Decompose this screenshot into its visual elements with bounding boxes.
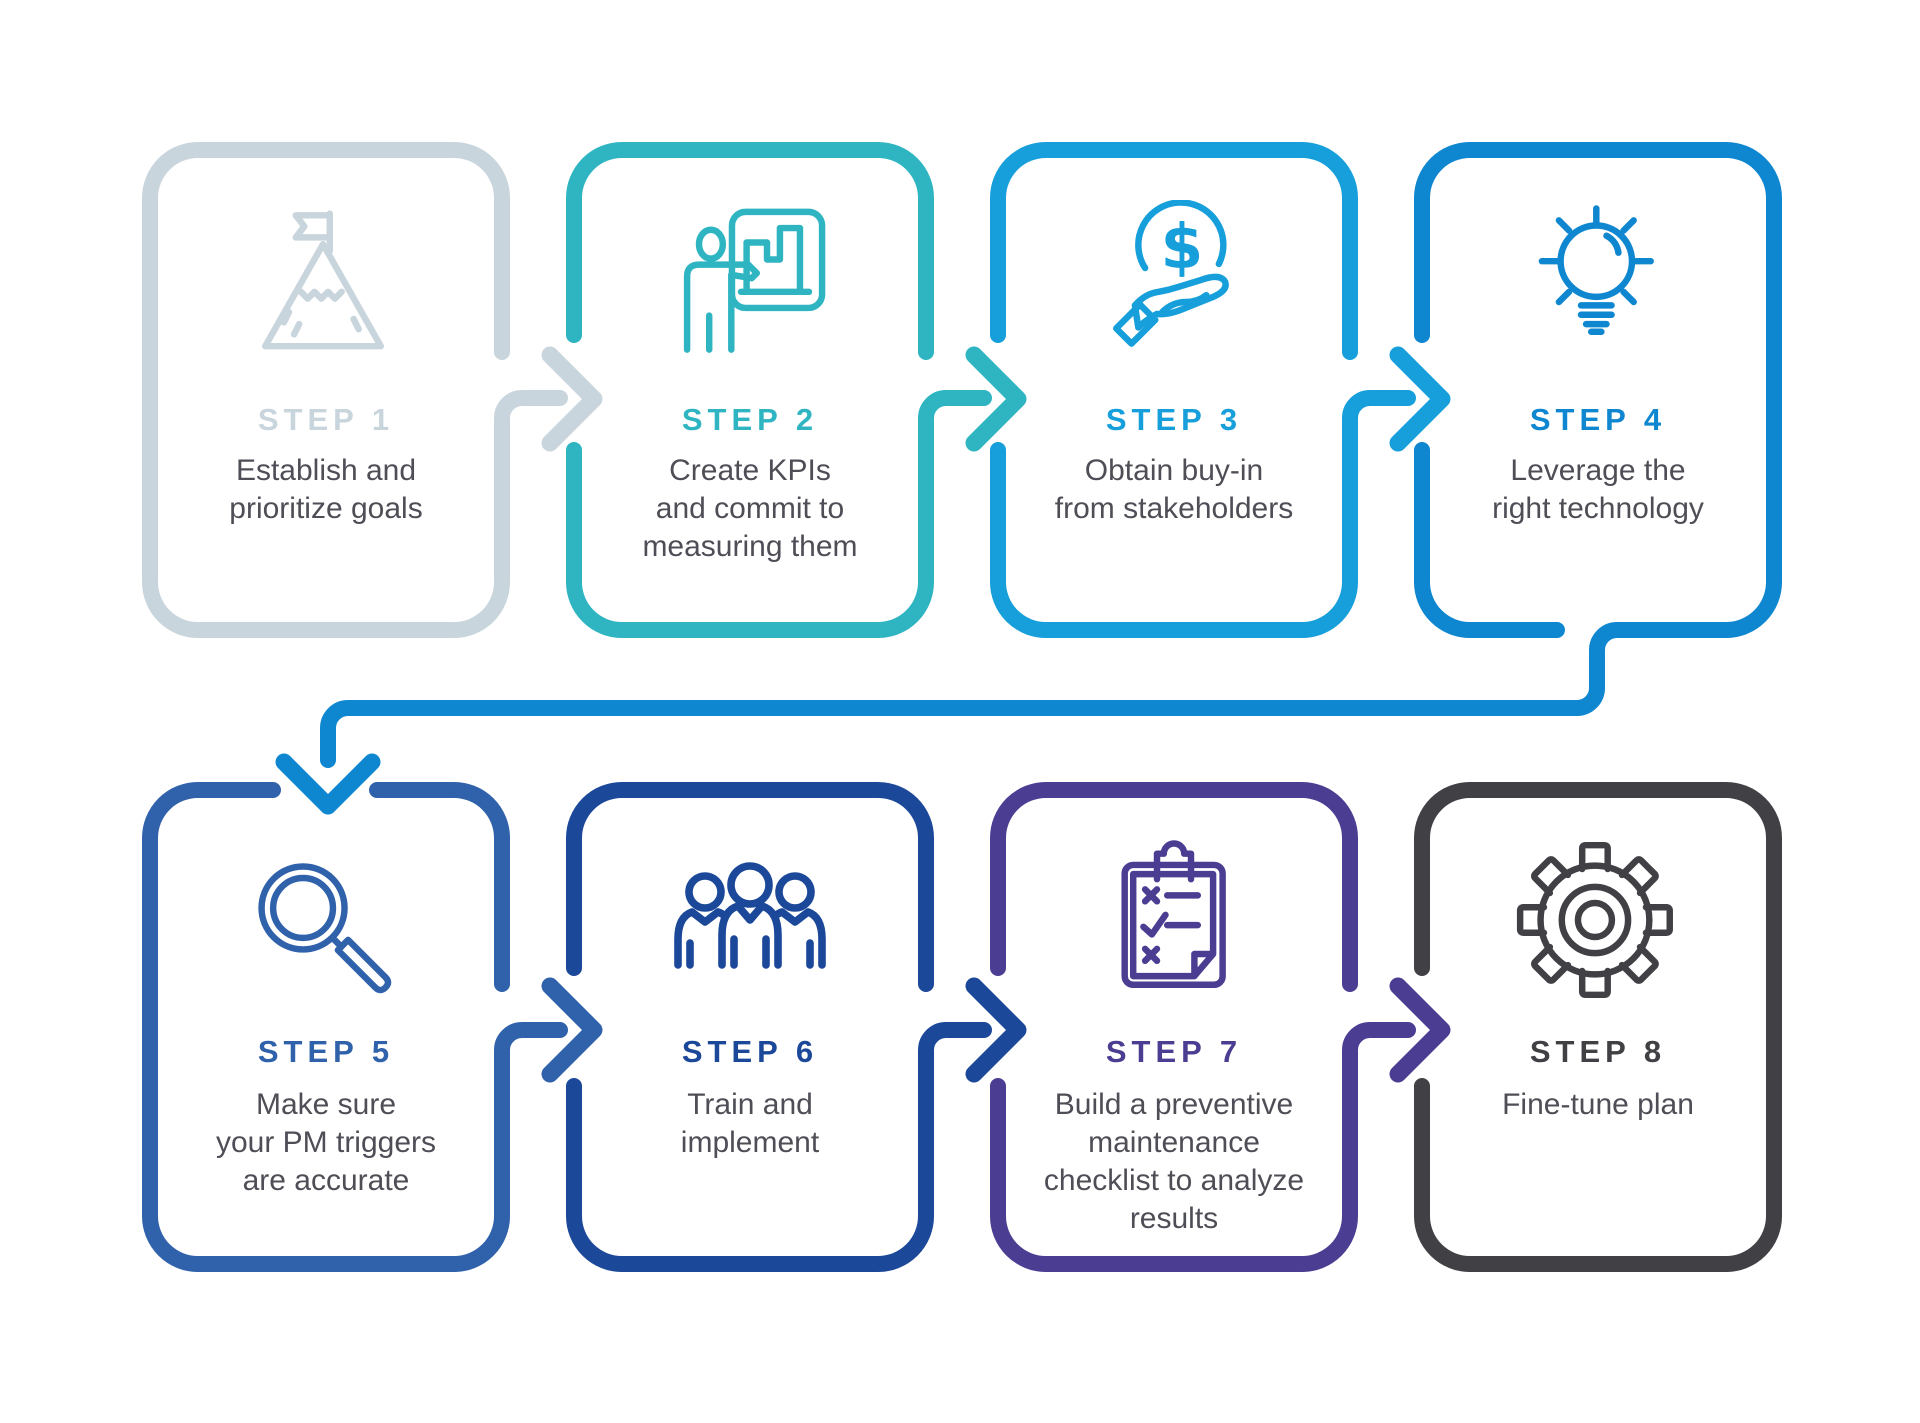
hand-palm bbox=[1131, 273, 1229, 331]
snow-line bbox=[297, 288, 345, 302]
step-6-frame-and-arrow bbox=[566, 782, 992, 1272]
mountain-flag-icon bbox=[261, 210, 385, 350]
left-person-head bbox=[685, 872, 725, 912]
right-person-body bbox=[771, 908, 826, 969]
step-8-label: STEP 8 bbox=[1529, 1034, 1667, 1069]
hand-finger-line bbox=[1158, 291, 1210, 316]
x-mark-1 bbox=[1141, 886, 1161, 905]
step-3-card bbox=[990, 142, 1451, 638]
arrow-head-step3-to-step4 bbox=[1389, 346, 1451, 452]
gear-inner-ring bbox=[1558, 883, 1632, 957]
clipboard-frame bbox=[1121, 861, 1226, 989]
step-7-card bbox=[990, 782, 1451, 1272]
step-5-description: Make sure your PM triggers are accurate bbox=[215, 1088, 437, 1197]
step-1-label: STEP 1 bbox=[257, 402, 395, 437]
step-7-label: STEP 7 bbox=[1105, 1034, 1243, 1069]
step-7-frame-and-arrow bbox=[990, 782, 1416, 1272]
gear-tooth bbox=[1531, 856, 1572, 897]
arrow-head-step5-to-step6 bbox=[541, 977, 603, 1083]
check-mark bbox=[1140, 911, 1169, 938]
arrow-head-step1-to-step2 bbox=[541, 346, 603, 452]
bulb-globe bbox=[1557, 222, 1636, 301]
presentation-board bbox=[728, 208, 826, 312]
step-4-card bbox=[275, 142, 1782, 815]
step-8-description: Fine-tune plan bbox=[1502, 1088, 1694, 1121]
step-2-card bbox=[566, 142, 1027, 638]
gear-tooth bbox=[1618, 943, 1659, 984]
lightbulb-icon bbox=[1538, 205, 1654, 335]
arrow-head-step2-to-step3 bbox=[965, 346, 1027, 452]
step-8-frame bbox=[1414, 782, 1782, 1272]
gear-icon bbox=[1516, 841, 1673, 999]
step-1-description: Establish and prioritize goals bbox=[229, 454, 423, 525]
team-icon bbox=[674, 862, 826, 969]
gear-tooth bbox=[1531, 943, 1572, 984]
flag bbox=[292, 212, 334, 241]
center-person-body bbox=[718, 902, 782, 969]
handle bbox=[334, 936, 392, 994]
step-4-description: Leverage the right technology bbox=[1492, 454, 1704, 525]
dollar-sign: $ bbox=[1161, 212, 1204, 283]
coin-circle bbox=[1135, 200, 1227, 272]
clipboard-clip bbox=[1153, 840, 1195, 883]
light-rays bbox=[1538, 205, 1654, 306]
step-4-frame-and-connector bbox=[320, 142, 1782, 768]
step-5-card bbox=[142, 782, 603, 1272]
hand-cuff bbox=[1112, 301, 1159, 347]
step-5-frame-and-arrow bbox=[142, 782, 568, 1272]
arrow-head-step6-to-step7 bbox=[965, 977, 1027, 1083]
center-person-head bbox=[727, 862, 773, 908]
step-2-description: Create KPIs and commit to measuring them bbox=[642, 454, 858, 563]
gear-tooth bbox=[1578, 967, 1611, 999]
arrow-head-step4-to-step5 bbox=[275, 753, 381, 815]
person-head bbox=[695, 226, 727, 262]
magnifying-glass-icon bbox=[258, 863, 392, 994]
mountain-peak bbox=[261, 240, 385, 350]
step-2-label: STEP 2 bbox=[681, 402, 819, 437]
step-6-label: STEP 6 bbox=[681, 1034, 819, 1069]
step-8-card bbox=[1414, 782, 1782, 1272]
gear-ring bbox=[1537, 862, 1653, 978]
gear-tooth bbox=[1618, 856, 1659, 897]
step-3-label: STEP 3 bbox=[1105, 402, 1243, 437]
bulb-highlight bbox=[1603, 232, 1622, 256]
step-3-description: Obtain buy-in from stakeholders bbox=[1054, 454, 1294, 525]
left-person-body bbox=[674, 908, 729, 969]
chart-bars bbox=[737, 224, 813, 296]
step-1-card bbox=[142, 142, 603, 638]
person-body bbox=[683, 261, 761, 353]
gear-tooth bbox=[1516, 904, 1548, 936]
paper-sheet bbox=[1129, 870, 1217, 980]
arrow-head-step7-to-step8 bbox=[1389, 977, 1451, 1083]
right-person-head bbox=[775, 872, 815, 912]
bulb-base bbox=[1577, 302, 1615, 335]
step-6-description: Train and implement bbox=[680, 1088, 820, 1159]
checklist-clipboard-icon bbox=[1121, 840, 1226, 989]
slope-marks bbox=[280, 308, 362, 338]
step-5-label: STEP 5 bbox=[257, 1034, 395, 1069]
x-mark-2 bbox=[1141, 945, 1161, 965]
gear-tooth bbox=[1578, 841, 1611, 873]
step-7-description: Build a preventive maintenance checklist… bbox=[1043, 1088, 1305, 1235]
step-2-frame-and-arrow bbox=[566, 142, 992, 638]
step-6-card bbox=[566, 782, 1027, 1272]
hand-dollar-icon: $ bbox=[1112, 200, 1229, 347]
step-4-label: STEP 4 bbox=[1529, 402, 1667, 437]
lens-inner bbox=[269, 874, 337, 942]
step-1-frame-and-arrow bbox=[142, 142, 568, 638]
gear-tooth bbox=[1642, 904, 1673, 936]
presenter-chart-icon bbox=[683, 208, 826, 353]
step-3-frame-and-arrow bbox=[990, 142, 1416, 638]
gear-hub bbox=[1574, 899, 1616, 941]
lens-outer bbox=[258, 863, 348, 953]
